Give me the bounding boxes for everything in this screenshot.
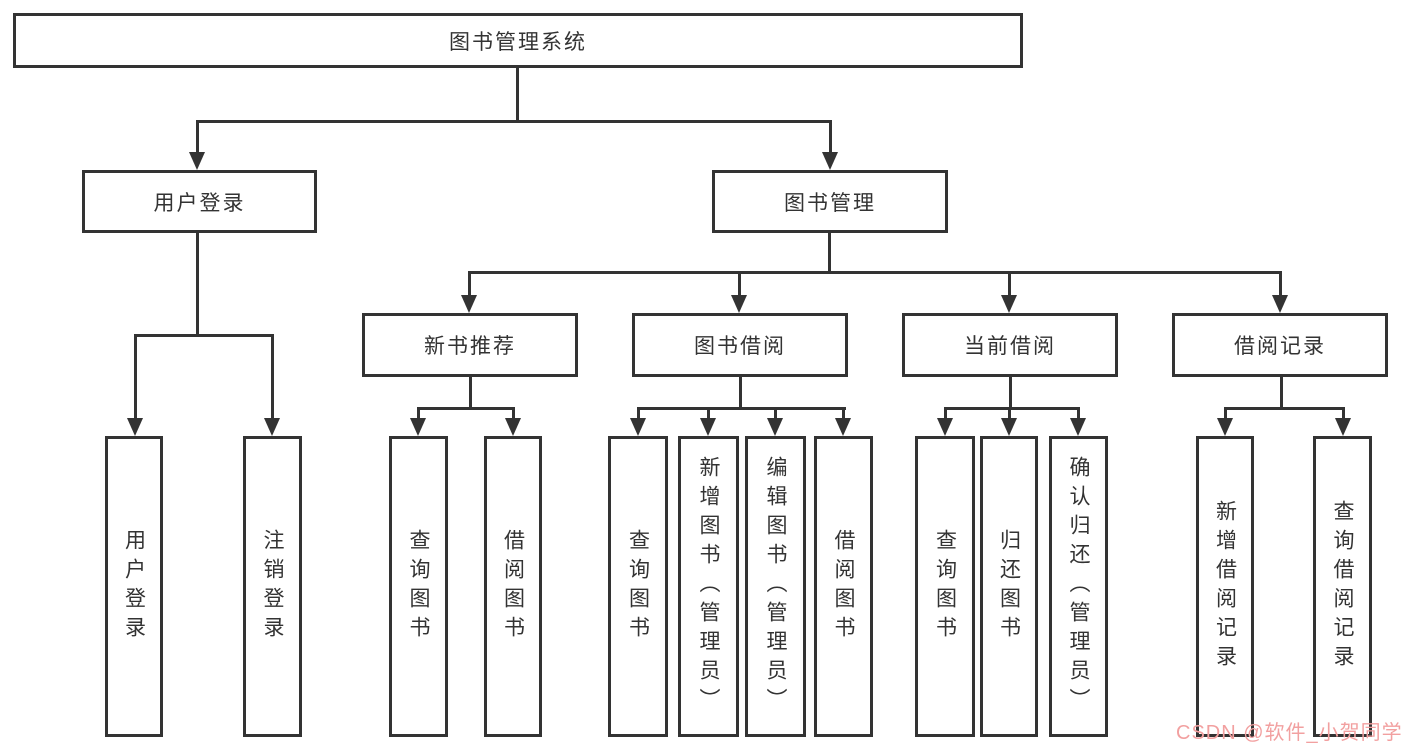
connector-hline <box>469 271 1282 274</box>
connector-vline <box>196 233 199 337</box>
connector-vline <box>739 377 742 410</box>
connector-hline <box>197 120 832 123</box>
leaf-bb-query-book: 查询图书 <box>608 436 668 737</box>
arrow-down-icon <box>189 120 205 170</box>
connector-hline <box>418 407 515 410</box>
node-book-management: 图书管理 <box>712 170 948 233</box>
connector-vline <box>1009 377 1012 410</box>
leaf-logout: 注销登录 <box>243 436 302 737</box>
arrow-down-icon <box>264 334 280 436</box>
leaf-bb-edit-book-admin: 编辑图书（管理员） <box>745 436 806 737</box>
leaf-br-add-record: 新增借阅记录 <box>1196 436 1254 737</box>
arrow-down-icon <box>1217 407 1233 436</box>
node-borrow-record: 借阅记录 <box>1172 313 1388 377</box>
arrow-down-icon <box>1001 407 1017 436</box>
arrow-down-icon <box>1272 271 1288 313</box>
leaf-bb-borrow-book: 借阅图书 <box>814 436 873 737</box>
arrow-down-icon <box>1070 407 1086 436</box>
arrow-down-icon <box>630 407 646 436</box>
leaf-user-login: 用户登录 <box>105 436 163 737</box>
leaf-bb-add-book-admin: 新增图书（管理员） <box>678 436 739 737</box>
leaf-nb-borrow-book: 借阅图书 <box>484 436 542 737</box>
arrow-down-icon <box>505 407 521 436</box>
connector-vline <box>516 68 519 122</box>
connector-hline <box>134 334 274 337</box>
arrow-down-icon <box>822 120 838 170</box>
arrow-down-icon <box>835 407 851 436</box>
arrow-down-icon <box>1001 271 1017 313</box>
node-current-borrow: 当前借阅 <box>902 313 1118 377</box>
node-root: 图书管理系统 <box>13 13 1023 68</box>
node-book-borrow: 图书借阅 <box>632 313 848 377</box>
watermark: CSDN @软件_小贺同学 <box>1176 722 1403 744</box>
leaf-nb-query-book: 查询图书 <box>389 436 448 737</box>
arrow-down-icon <box>410 407 426 436</box>
node-user-login: 用户登录 <box>82 170 317 233</box>
arrow-down-icon <box>1335 407 1351 436</box>
connector-hline <box>945 407 1080 410</box>
connector-vline <box>469 377 472 410</box>
arrow-down-icon <box>127 334 143 436</box>
leaf-br-query-record: 查询借阅记录 <box>1313 436 1372 737</box>
node-new-book-recommend: 新书推荐 <box>362 313 578 377</box>
leaf-cb-return-book: 归还图书 <box>980 436 1038 737</box>
leaf-cb-confirm-return-admin: 确认归还（管理员） <box>1049 436 1108 737</box>
connector-vline <box>1280 377 1283 410</box>
arrow-down-icon <box>700 407 716 436</box>
arrow-down-icon <box>731 271 747 313</box>
connector-vline <box>828 233 831 271</box>
connector-hline <box>638 407 846 410</box>
arrow-down-icon <box>767 407 783 436</box>
leaf-cb-query-book: 查询图书 <box>915 436 975 737</box>
arrow-down-icon <box>461 271 477 313</box>
arrow-down-icon <box>937 407 953 436</box>
connector-hline <box>1225 407 1344 410</box>
